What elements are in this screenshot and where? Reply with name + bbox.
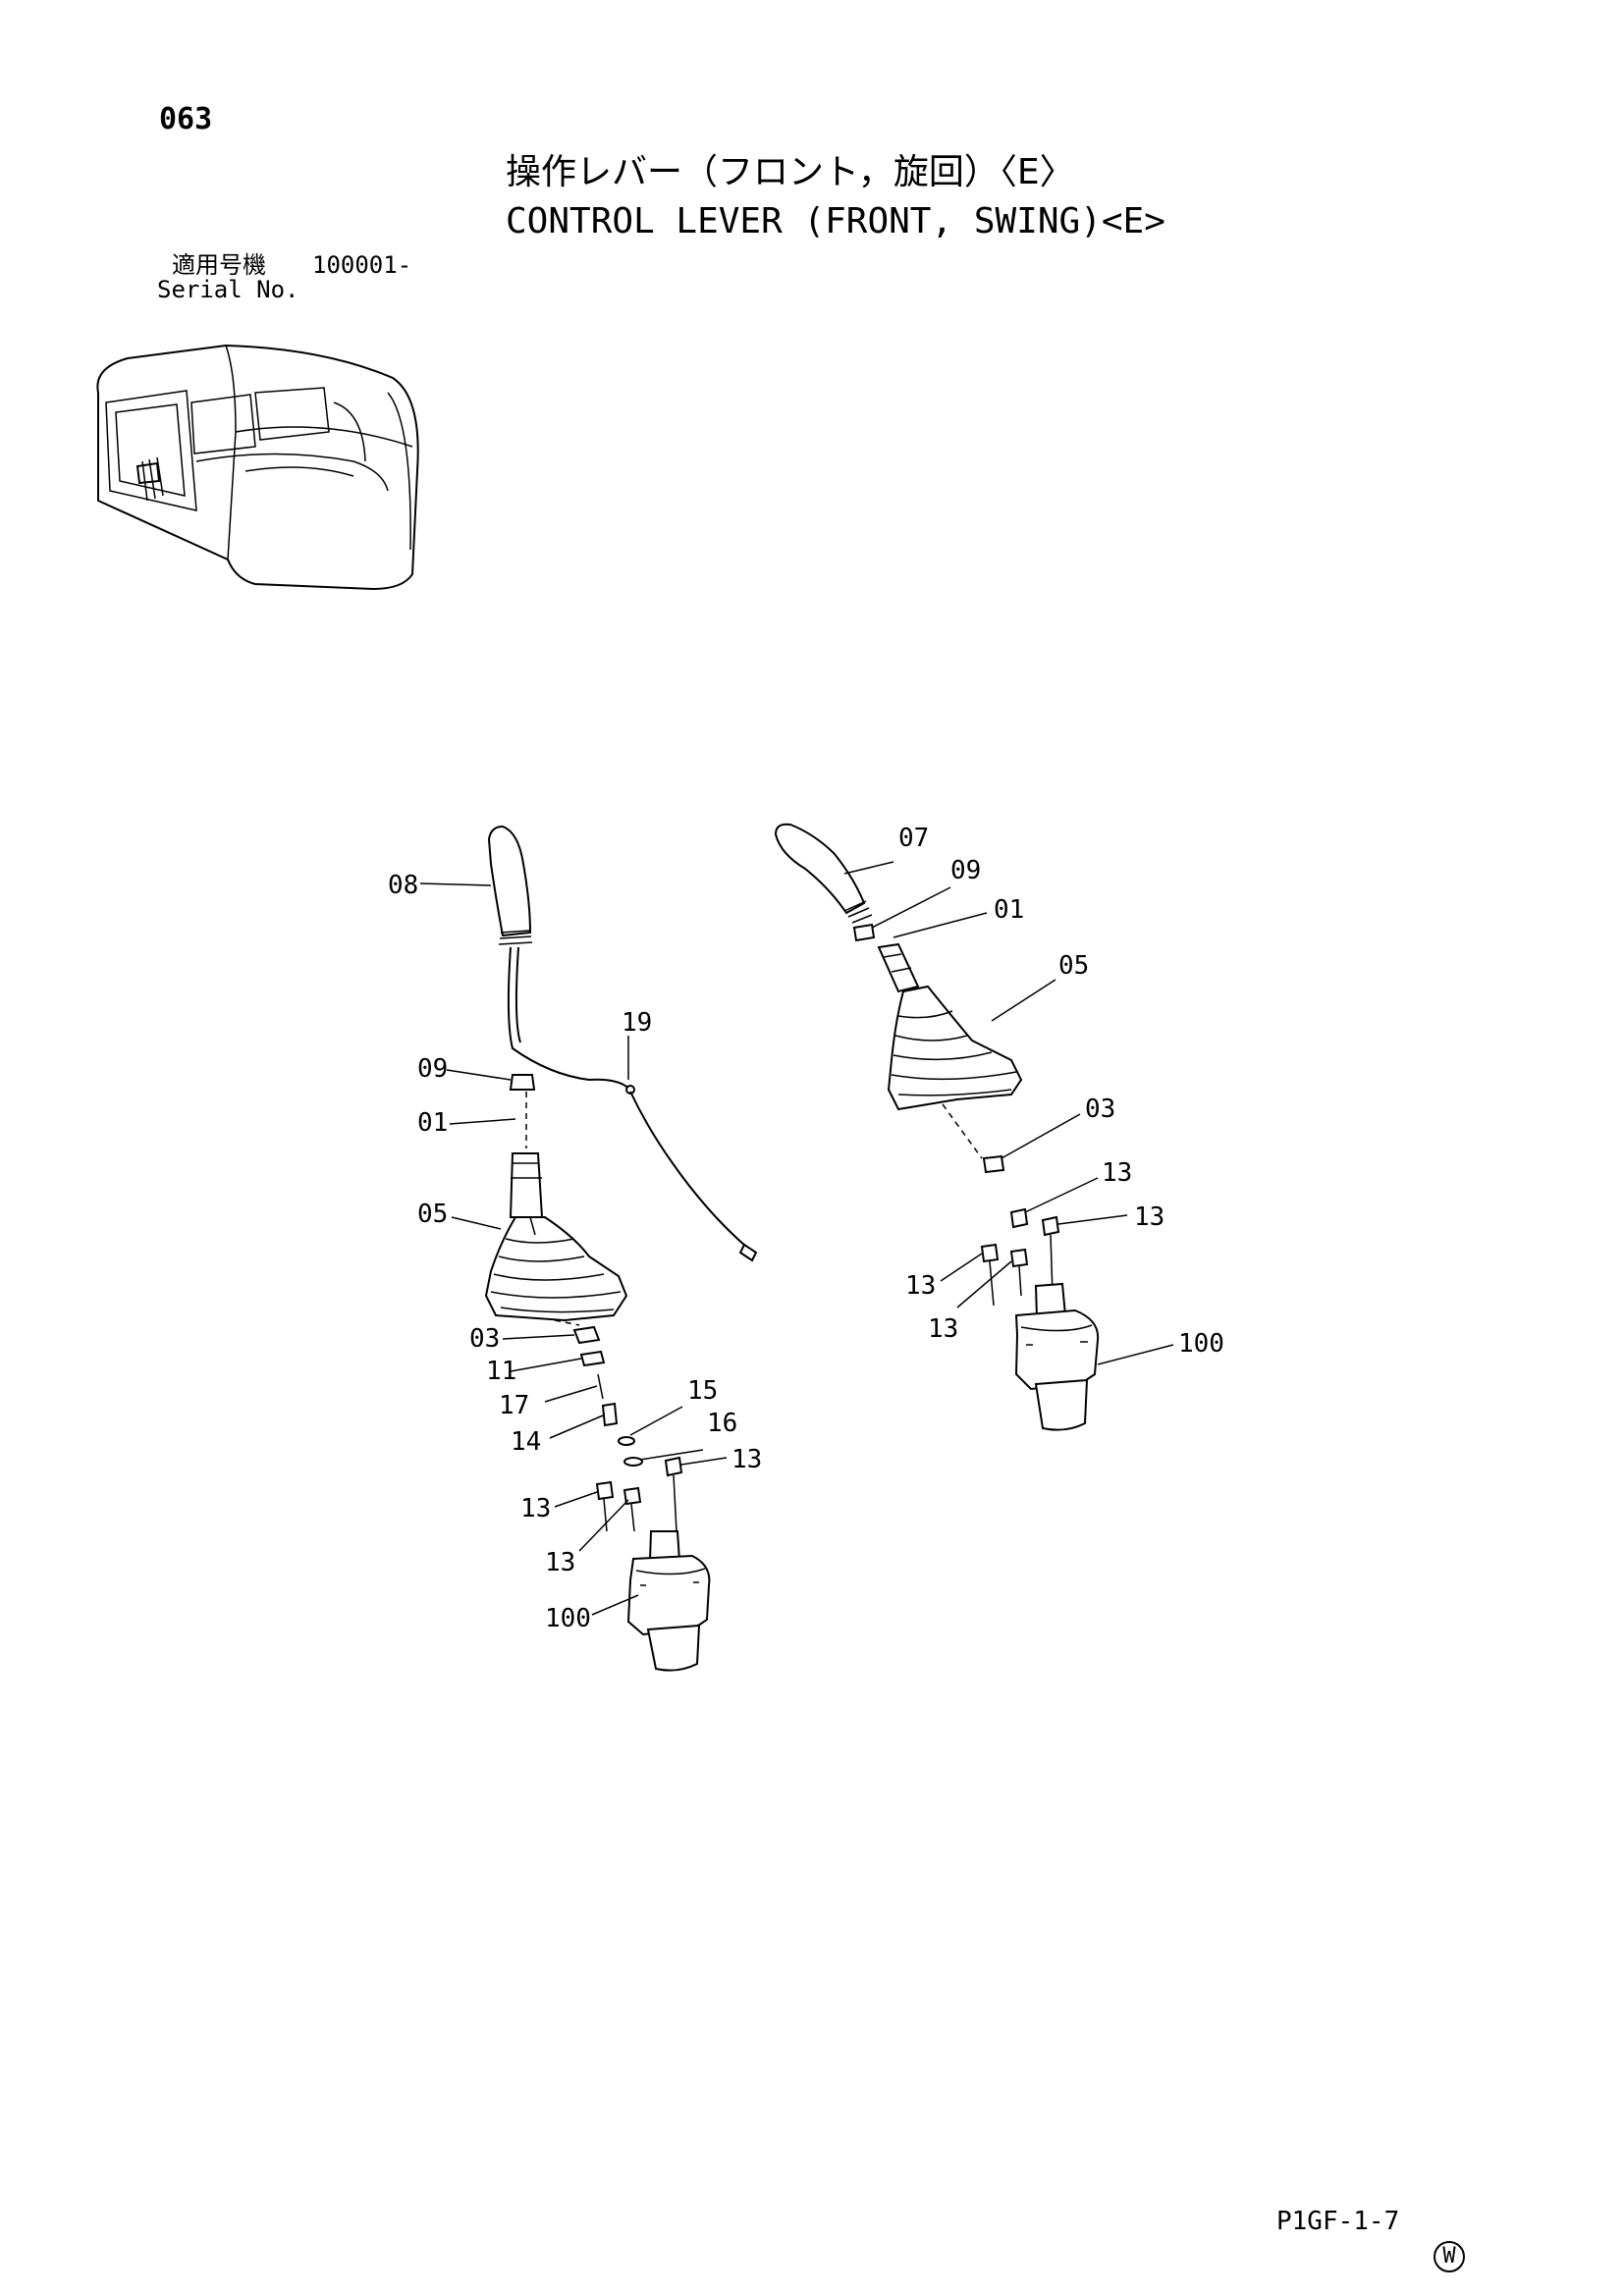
callout-16: 16 <box>707 1409 737 1438</box>
boot-05-right <box>887 985 1023 1111</box>
callout-03: 03 <box>469 1324 500 1354</box>
drawing-code: P1GF-1-7 <box>1276 2207 1400 2236</box>
callout-labels-left: 08 19 09 01 05 03 11 17 14 15 16 13 13 1… <box>388 871 762 1633</box>
boot-05 <box>484 1216 628 1322</box>
callout-09: 09 <box>950 856 981 885</box>
cab-location-thumbnail <box>96 344 419 591</box>
callout-labels-right: 07 09 01 05 03 13 13 13 13 100 <box>898 824 1224 1359</box>
callout-13: 13 <box>1102 1158 1132 1188</box>
callout-17: 17 <box>499 1391 529 1420</box>
rod-17 <box>597 1373 604 1400</box>
callout-100: 100 <box>1178 1329 1224 1359</box>
oring-15 <box>618 1436 635 1446</box>
left-lever-assembly <box>484 825 758 1672</box>
page-title-japanese: 操作レバー（フロント，旋回）〈E〉 <box>506 152 1075 192</box>
grip-07 <box>774 823 866 915</box>
callout-13: 13 <box>545 1548 575 1577</box>
callout-07: 07 <box>898 824 929 853</box>
callout-08: 08 <box>388 871 418 900</box>
serial-label-japanese: 適用号機 <box>172 251 266 279</box>
page-title-english: CONTROL LEVER (FRONT, SWING)<E> <box>506 201 1165 241</box>
callout-100: 100 <box>545 1604 591 1633</box>
nut-03 <box>572 1325 601 1345</box>
manufacturer-mark: W <box>1434 2241 1465 2272</box>
callout-13: 13 <box>905 1271 936 1301</box>
nut-09-right <box>852 923 876 942</box>
callout-13: 13 <box>928 1314 958 1344</box>
callout-01: 01 <box>417 1108 448 1138</box>
lever-01-right <box>877 942 920 993</box>
callout-09: 09 <box>417 1054 448 1084</box>
plate-16 <box>623 1457 643 1467</box>
grip-08 <box>487 825 532 937</box>
nut-09 <box>509 1074 536 1091</box>
bolts-13-right <box>980 1207 1060 1307</box>
nut-03-right <box>982 1154 1005 1174</box>
serial-range: 100001- <box>312 251 412 279</box>
leader-lines <box>419 861 1174 1616</box>
callout-05: 05 <box>1058 951 1089 981</box>
callout-13: 13 <box>731 1445 762 1474</box>
callout-14: 14 <box>511 1427 541 1457</box>
washer-11 <box>579 1350 606 1367</box>
part-14 <box>601 1402 619 1427</box>
callout-11: 11 <box>486 1357 516 1386</box>
page-number: 063 <box>159 102 213 136</box>
serial-label-english: Serial No. <box>157 276 299 303</box>
callout-03: 03 <box>1085 1095 1115 1124</box>
callout-05: 05 <box>417 1200 448 1229</box>
callout-19: 19 <box>622 1008 652 1038</box>
callout-13: 13 <box>520 1494 551 1523</box>
callout-01: 01 <box>994 895 1024 925</box>
pilot-valve-100-left <box>626 1530 711 1672</box>
callout-13: 13 <box>1134 1202 1164 1232</box>
right-lever-assembly <box>774 823 1100 1431</box>
pilot-valve-100-right <box>1014 1282 1100 1431</box>
callout-15: 15 <box>687 1376 718 1406</box>
